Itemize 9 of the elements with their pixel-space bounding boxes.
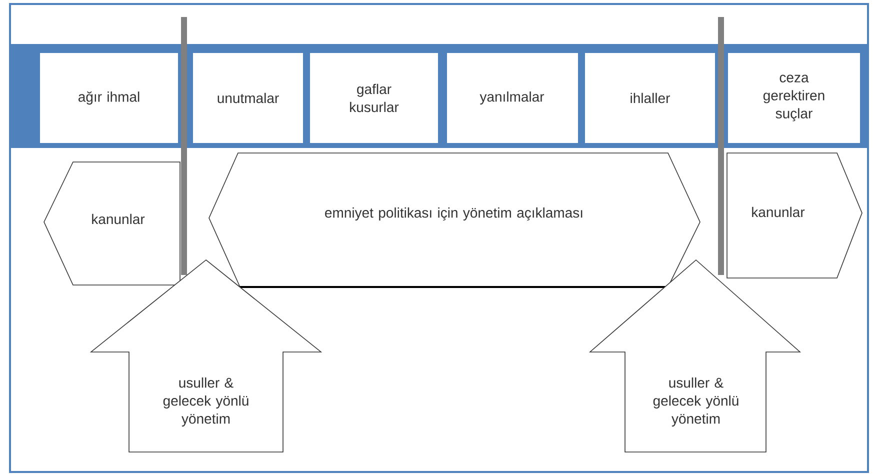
category-box: ihlaller: [585, 53, 715, 143]
pentagon-panel: kanunlar: [44, 162, 180, 286]
category-box: yanılmalar: [447, 53, 578, 143]
category-box: ağır ihmal: [40, 53, 178, 143]
hexagon-banner: emniyet politikası için yönetim açıklaması: [208, 152, 700, 288]
category-box: ceza gerektiren suçlar: [728, 53, 860, 143]
pentagon-panel: kanunlar: [726, 152, 862, 278]
category-box: unutmalar: [193, 53, 303, 143]
category-box: gaflar kusurlar: [310, 53, 438, 143]
